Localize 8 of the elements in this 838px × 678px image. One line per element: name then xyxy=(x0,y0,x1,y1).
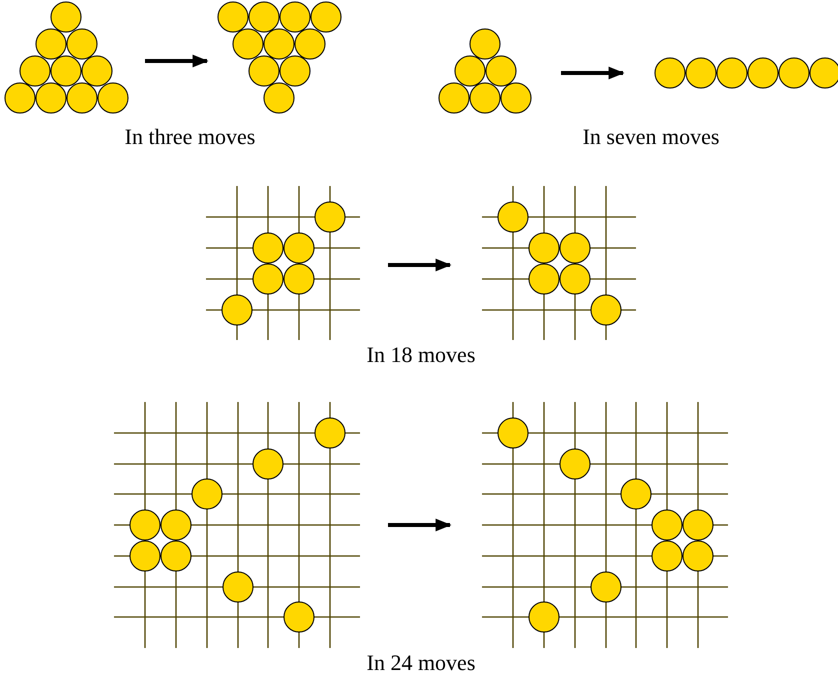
arrow xyxy=(145,54,209,68)
caption-text: In three moves xyxy=(124,124,256,150)
caption-text: In seven moves xyxy=(582,124,720,150)
caption-text: In 18 moves xyxy=(366,342,476,368)
arrow xyxy=(388,518,452,532)
arrow xyxy=(388,258,452,272)
arrow xyxy=(561,66,625,80)
caption-text: In 24 moves xyxy=(366,650,476,676)
